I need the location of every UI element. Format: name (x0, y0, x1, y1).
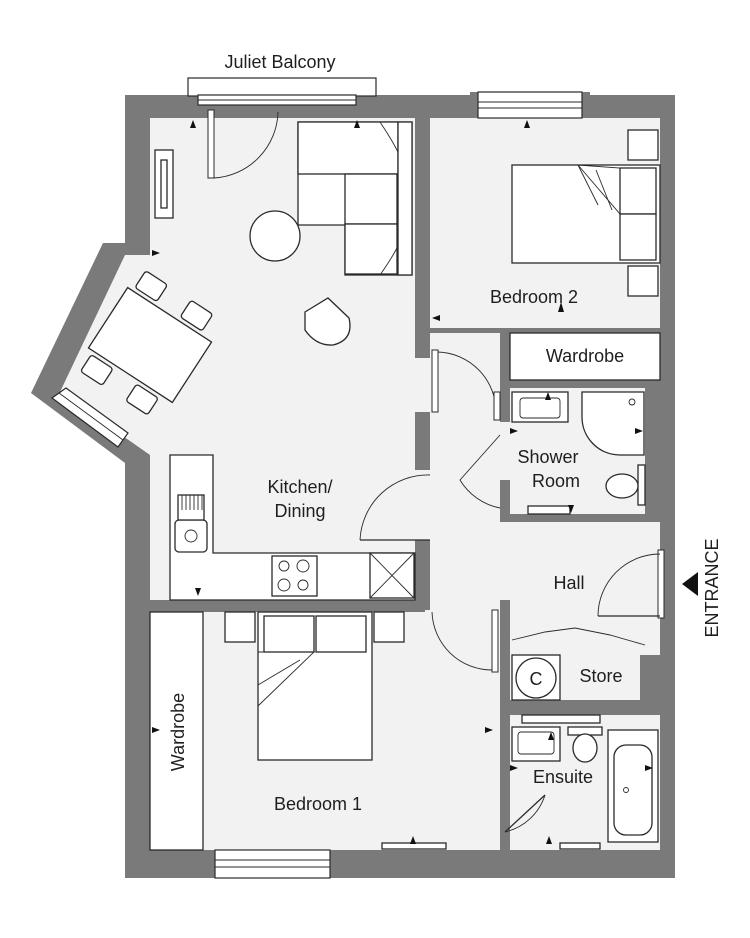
sink (174, 519, 208, 553)
ensuite-basin (511, 726, 561, 762)
room-label-wardrobe-b2: Wardrobe (546, 346, 624, 366)
room-label-bedroom1: Bedroom 1 (274, 794, 362, 814)
ensuite-radiator (559, 842, 601, 850)
wardrobe-bedroom1 (149, 611, 204, 851)
room-label-shower-2: Room (532, 471, 580, 491)
room-label-hall: Hall (553, 573, 584, 593)
room-label-kitchen-1: Kitchen/ (267, 477, 332, 497)
door-store-bifold (511, 627, 646, 646)
room-label-cylinder: C (530, 669, 543, 689)
door-kitchen (359, 474, 431, 541)
wall-wardrobe-shower (500, 380, 660, 388)
balcony-label: Juliet Balcony (224, 52, 335, 72)
bedside-table-right (373, 611, 405, 643)
shower-window (527, 505, 571, 515)
ensuite-window (521, 714, 601, 724)
wall-bed2-wardrobe (430, 328, 660, 333)
kitchen-worktop (169, 454, 416, 601)
door-ensuite (504, 794, 546, 833)
wall-kitchen-lower (415, 412, 430, 470)
room-label-ensuite: Ensuite (533, 767, 593, 787)
coffee-table (249, 210, 301, 262)
ensuite-toilet (567, 726, 603, 763)
wall-kitchen-bedroom1 (150, 600, 425, 612)
room-label-bedroom2: Bedroom 2 (490, 287, 578, 307)
entrance-arrow (682, 572, 698, 596)
wall-shower-left (500, 330, 510, 422)
entrance-label: ENTRANCE (702, 538, 722, 637)
room-label-store: Store (579, 666, 622, 686)
wall-store-bottom (500, 700, 660, 715)
bath (607, 729, 659, 843)
sofa (297, 121, 413, 276)
tv (160, 159, 168, 209)
wall-entrance-jamb (660, 520, 675, 550)
room-label-shower-1: Shower (517, 447, 578, 467)
room-label-wardrobe-b1: Wardrobe (168, 693, 188, 771)
door-shower-room (459, 391, 501, 509)
dining-set (80, 271, 213, 415)
wall-kitchen-bedroom2 (415, 118, 430, 358)
wall-ensuite-left (500, 715, 510, 850)
shower-basin (511, 391, 569, 423)
cylinder (511, 654, 561, 701)
wall-hall-store (500, 600, 510, 708)
boiler-cupboard (369, 552, 415, 599)
wall-shower-left-lower (500, 480, 510, 522)
bedside-table-top (627, 129, 659, 161)
wall-shower-right (645, 388, 660, 514)
armchair (304, 297, 351, 346)
bed-bedroom1 (257, 611, 373, 761)
wall-store-right (640, 655, 660, 705)
bed-bedroom2 (511, 164, 661, 264)
door-bedroom1 (431, 609, 499, 673)
wardrobe-bedroom2 (509, 332, 661, 381)
shower-tray (581, 391, 645, 456)
balcony-door (207, 109, 279, 179)
entrance-door[interactable] (597, 549, 665, 619)
radiator-markers (152, 120, 653, 844)
window-bedroom2 (477, 91, 583, 119)
wall-kitchen-hall (415, 540, 430, 610)
bedside-table-left (224, 611, 256, 643)
shower-toilet (605, 464, 646, 506)
bedside-table-bottom (627, 265, 659, 297)
wall-shower-bottom (500, 514, 660, 522)
hob (271, 555, 318, 597)
window-dining (50, 387, 129, 448)
window-juliet-balcony (187, 77, 377, 106)
wall-entrance-jamb2 (660, 618, 675, 648)
window-bedroom1 (214, 849, 331, 879)
room-label-kitchen-2: Dining (274, 501, 325, 521)
